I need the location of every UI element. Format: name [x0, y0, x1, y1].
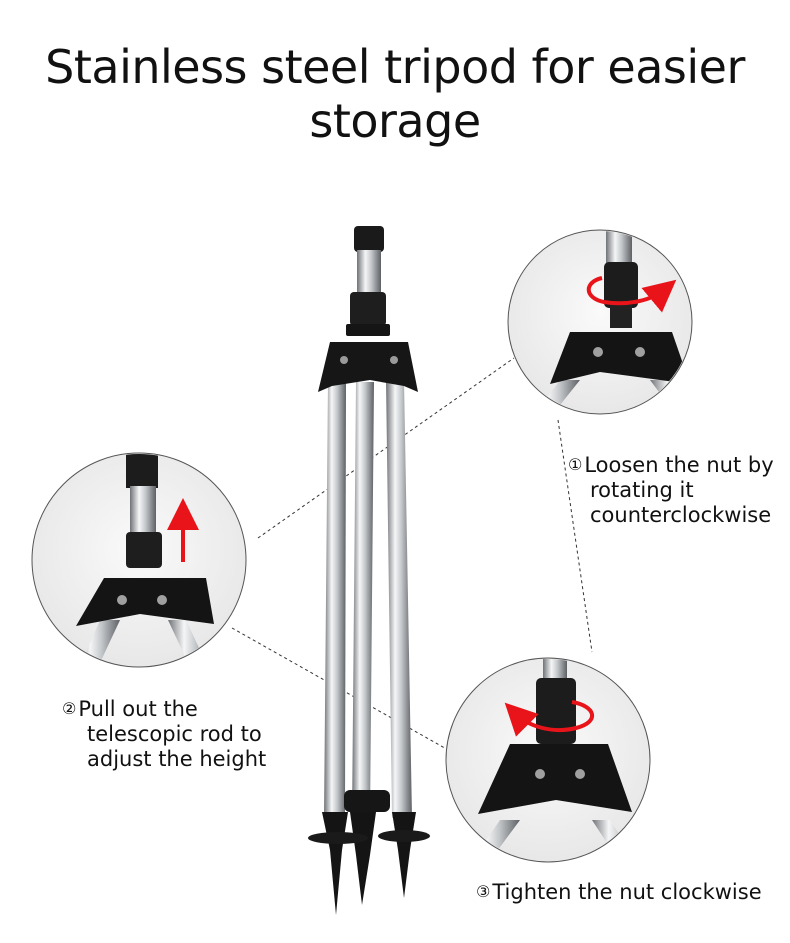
step-3-caption: ③Tighten the nut clockwise — [476, 879, 786, 905]
step-1-line-3: counterclockwise — [590, 503, 772, 527]
dashed-leader-lines — [231, 357, 593, 761]
zoom-circle-loosen — [507, 229, 693, 415]
page-title: Stainless steel tripod for easier storag… — [0, 40, 790, 148]
title-line-2: storage — [309, 94, 481, 148]
step-1-caption: ①Loosen the nut by rotating it countercl… — [568, 452, 790, 528]
step-1-number: ① — [568, 455, 583, 474]
step-2-line-1: Pull out the — [78, 697, 198, 721]
step-2-caption: ②Pull out the telescopic rod to adjust t… — [62, 696, 302, 772]
step-1-line-1: Loosen the nut by — [584, 453, 774, 477]
step-2-line-2: telescopic rod to — [87, 722, 262, 746]
step-1-line-2: rotating it — [590, 478, 694, 502]
tripod — [308, 226, 430, 915]
step-3-number: ③ — [476, 882, 491, 901]
step-2-line-3: adjust the height — [87, 747, 267, 771]
red-counterclockwise-arrow-icon — [586, 276, 677, 313]
step-3-line-1: Tighten the nut clockwise — [492, 880, 762, 904]
title-line-1: Stainless steel tripod for easier — [45, 40, 745, 94]
zoom-circle-pull-out — [31, 452, 247, 668]
red-clockwise-arrow-icon — [504, 700, 595, 737]
zoom-circle-tighten — [445, 657, 651, 863]
step-2-number: ② — [62, 699, 77, 718]
